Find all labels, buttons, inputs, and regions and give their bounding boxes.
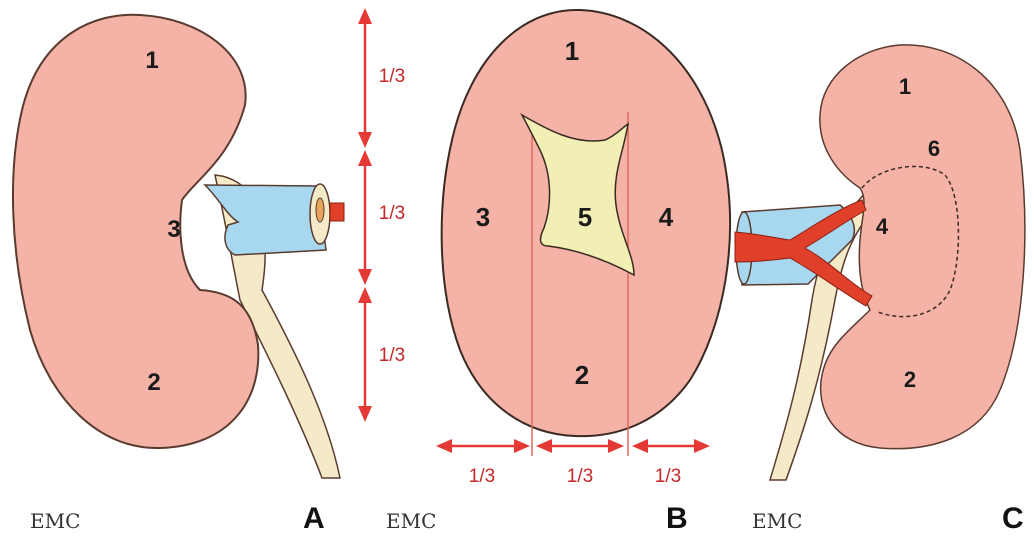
panel-a-region-label: 2 [147,369,160,396]
panel-b: 1 3 5 4 2 [442,10,730,456]
panel-a-region-label: 3 [167,216,180,243]
panel-a-emc-credit: EMC [30,509,80,533]
horizontal-third-label: 1/3 [469,466,495,487]
panel-b-emc-credit: EMC [386,509,436,533]
panel-a-letter: A [303,502,325,535]
panel-b-region-label: 2 [575,360,589,390]
horizontal-third-label: 1/3 [655,466,681,487]
panel-c-region-label: 6 [928,136,940,161]
panel-a-region-label: 1 [145,47,158,74]
panel-a-kidney [13,15,258,448]
panel-a-artery-stub [330,203,344,221]
horizontal-third-label: 1/3 [567,466,593,487]
panel-a: 1 3 2 EMC A [13,15,344,535]
panel-c-emc-credit: EMC [752,509,802,533]
panel-c-region-label: 2 [904,367,916,392]
panel-c-letter: C [1002,502,1024,535]
panel-b-region-label: 1 [565,36,579,66]
panel-c-region-label: 1 [899,74,911,99]
panel-a-renal-vein [205,185,326,255]
horizontal-thirds-measure [436,439,710,453]
panel-b-region-label: 5 [578,202,592,232]
vertical-third-label: 1/3 [379,203,405,224]
panel-a-vessel-lumen [316,198,324,222]
vertical-thirds-measure [358,8,372,422]
panel-c-region-label: 4 [876,214,889,239]
panel-b-letter: B [666,502,688,535]
panel-c: 1 6 4 2 EMC C [735,45,1025,535]
panel-b-region-label: 3 [476,202,490,232]
panel-b-region-label: 4 [659,202,674,232]
vertical-third-label: 1/3 [379,345,405,366]
vertical-third-label: 1/3 [379,66,405,87]
